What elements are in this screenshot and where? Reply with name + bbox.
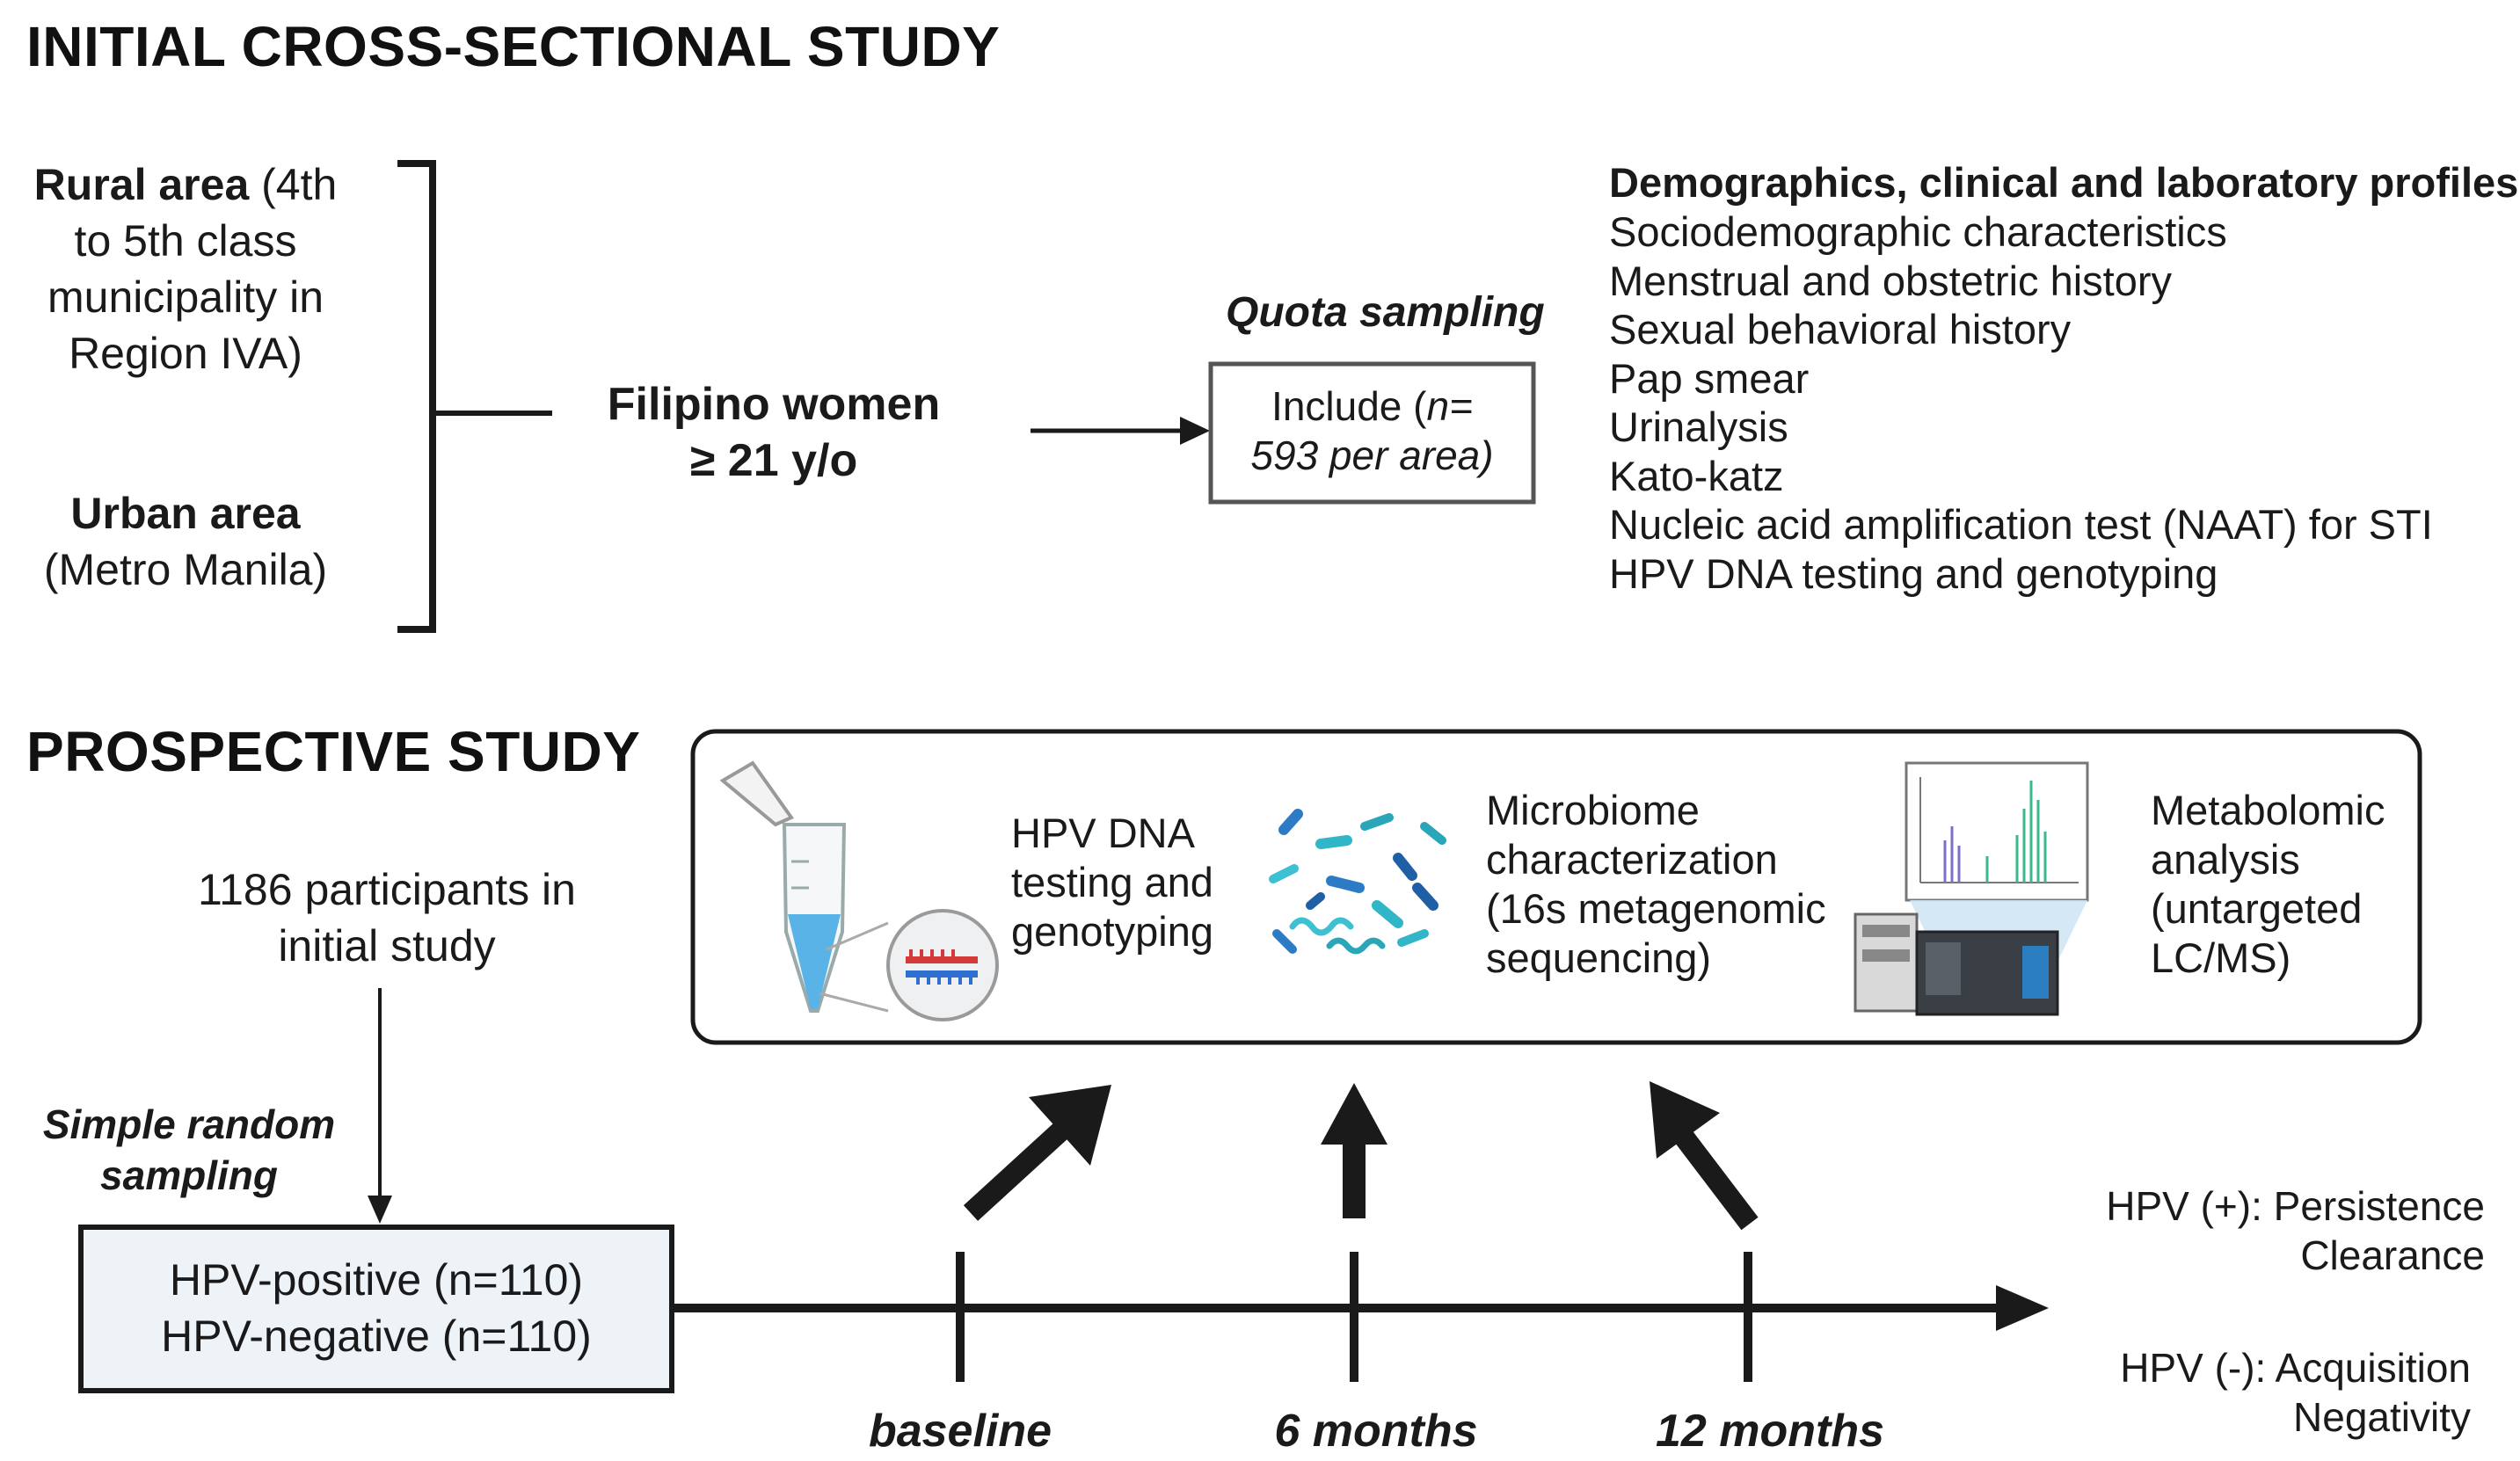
rural-area-label: Rural area (4th to 5th class municipalit… [9,156,362,382]
profile-item: Sociodemographic characteristics [1609,208,2227,255]
timepoint-baseline: baseline [868,1406,1052,1457]
profiles-list: Demographics, clinical and laboratory pr… [1609,158,2518,598]
arrow-baseline-to-assays [963,1085,1111,1221]
participants-label: 1186 participants in initial study [132,861,642,974]
microbiome-line-4: sequencing) [1486,934,1712,981]
quota-sampling-label: Quota sampling [1226,289,1545,336]
random-sampling-label: Simple random sampling [18,1099,361,1201]
profile-item: HPV DNA testing and genotyping [1609,549,2218,597]
include-box [1208,361,1536,505]
random-sampling-line-1: Simple random [42,1101,336,1147]
sample-tube-icon [719,760,999,1021]
groups-box [78,1225,674,1393]
microbiome-line-1: Microbiome [1486,787,1700,833]
profile-item: Nucleic acid amplification test (NAAT) f… [1609,501,2433,548]
rural-area-detail-4: Region IVA) [69,329,302,378]
urban-area-title: Urban area [70,489,301,538]
metabolomic-line-4: LC/MS) [2151,934,2291,981]
metabolomic-assay-label: Metabolomic analysis (untargeted LC/MS) [2151,786,2385,983]
bacteria-icon [1269,809,1446,955]
outcome-positive-sub: Clearance [2300,1232,2485,1278]
hpv-assay-line-2: testing and [1011,859,1213,905]
include-word: Include ( [1271,383,1427,429]
microbiome-line-2: characterization [1486,836,1778,883]
outcome-positive-label: HPV (+): Persistence [2106,1183,2485,1229]
outcome-negative-sub: Negativity [2293,1394,2471,1440]
urban-area-detail: (Metro Manila) [43,545,328,594]
urban-area-label: Urban area (Metro Manila) [9,485,362,598]
metabolomic-line-2: analysis [2151,836,2300,883]
population-line-2: ≥ 21 y/o [689,435,858,486]
prospective-heading: PROSPECTIVE STUDY [26,720,641,783]
microbiome-line-3: (16s metagenomic [1486,885,1826,932]
population-label: Filipino women ≥ 21 y/o [572,376,976,489]
lcms-instrument-icon [1854,761,2089,1016]
microbiome-assay-label: Microbiome characterization (16s metagen… [1486,786,1826,983]
hpv-assay-line-1: HPV DNA [1011,810,1195,856]
profile-item: Kato-katz [1609,452,1784,499]
group-hpv-positive: HPV-positive (n=110) [169,1255,584,1305]
timepoint-6-months: 6 months [1274,1406,1478,1457]
metabolomic-line-1: Metabolomic [2151,787,2385,833]
include-text: Include (n= 593 per area) [1211,382,1533,480]
outcome-hpv-positive: HPV (+): Persistence Clearance [2049,1181,2485,1280]
include-n: n= [1426,383,1473,429]
participants-line-1: 1186 participants in [198,865,576,914]
participants-line-2: initial study [278,921,496,970]
rural-area-detail-2: to 5th class [74,216,297,265]
hpv-assay-label: HPV DNA testing and genotyping [1011,809,1213,956]
profiles-title: Demographics, clinical and laboratory pr… [1609,159,2519,206]
arrow-6-months-to-assays [1321,1083,1387,1218]
rural-area-title: Rural area [33,160,250,209]
timepoint-12-months: 12 months [1655,1406,1885,1457]
rural-area-detail-3: municipality in [47,273,324,322]
random-sampling-line-2: sampling [100,1152,278,1198]
profiles-items: Sociodemographic characteristics Menstru… [1609,207,2518,598]
group-hpv-negative: HPV-negative (n=110) [161,1312,592,1361]
include-count: 593 per area) [1250,432,1494,478]
area-bracket [397,160,436,633]
hpv-assay-line-3: genotyping [1011,908,1213,955]
profile-item: Pap smear [1609,354,1810,402]
profile-item: Urinalysis [1609,403,1788,450]
outcome-hpv-negative: HPV (-): Acquisition Negativity [2049,1343,2471,1442]
outcome-negative-label: HPV (-): Acquisition [2120,1345,2471,1391]
rural-area-detail-1: (4th [249,160,338,209]
cross-sectional-heading: INITIAL CROSS-SECTIONAL STUDY [26,15,1001,78]
arrow-12-months-to-assays [1650,1081,1759,1231]
metabolomic-line-3: (untargeted [2151,885,2363,932]
profile-item: Sexual behavioral history [1609,306,2072,353]
profile-item: Menstrual and obstetric history [1609,257,2173,304]
groups-text: HPV-positive (n=110) HPV-negative (n=110… [81,1252,672,1364]
population-line-1: Filipino women [607,379,941,430]
